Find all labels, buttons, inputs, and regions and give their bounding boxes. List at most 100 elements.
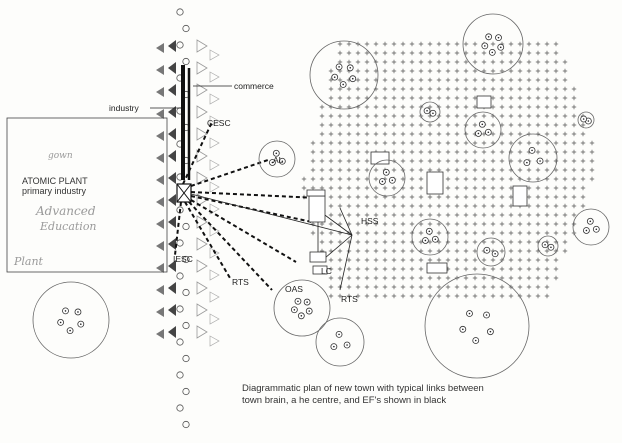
label-rts-right: RTS: [341, 294, 358, 304]
cluster-dot-center: [481, 123, 484, 126]
cluster-dot-center: [526, 161, 528, 164]
cluster-dot-center: [385, 171, 388, 174]
small-circle: [176, 206, 184, 214]
cluster-dot-center: [306, 301, 308, 303]
cluster-dot-center: [293, 308, 296, 311]
triangle-outline: [209, 93, 220, 105]
cluster-dot-center: [351, 77, 354, 80]
neighbourhood-circle: [309, 40, 379, 110]
triangle-outline: [209, 49, 220, 61]
cluster-dot-center: [494, 252, 496, 255]
neighbourhood-circle: [476, 237, 506, 267]
cluster-dot-center: [491, 51, 494, 54]
neighbourhood-circle: [508, 133, 558, 183]
handwritten-note-4: Plant: [13, 255, 44, 268]
small-circle: [176, 41, 184, 49]
cluster-dot-center: [77, 311, 79, 313]
triangle-marker: [168, 282, 176, 294]
triangle-outline: [209, 159, 220, 171]
cluster-dot-center: [80, 323, 82, 325]
cluster-dot-center: [338, 66, 340, 68]
cluster-dot-center: [271, 161, 274, 164]
cluster-dot-center: [69, 329, 71, 332]
cluster-dot-center: [550, 246, 552, 249]
link-to-oas: [188, 201, 273, 291]
cluster-dot-center: [484, 45, 486, 47]
small-circle: [182, 255, 190, 264]
small-circle: [176, 272, 184, 280]
neighbourhood-circle: [32, 281, 110, 359]
cluster-dot-center: [474, 339, 477, 342]
triangle-outline: [196, 83, 208, 97]
triangle-outline: [196, 215, 208, 229]
triangle-marker: [156, 65, 164, 75]
neighbourhood-circle: [464, 111, 502, 149]
triangle-marker: [156, 87, 164, 97]
small-circle: [182, 222, 190, 231]
town-brain-cross-2: [176, 183, 192, 203]
label-hss: HSS: [361, 216, 379, 226]
neighbourhood-circle: [577, 111, 595, 129]
cluster-dot-center: [64, 310, 67, 312]
cluster-dot-center: [582, 118, 585, 120]
neighbourhood-circle: [273, 279, 331, 337]
triangle-outline: [196, 171, 208, 185]
cluster-dot-center: [308, 310, 311, 312]
small-circle: [182, 420, 190, 429]
triangle-outline: [209, 225, 220, 237]
cluster-dot-center: [531, 149, 533, 152]
triangle-marker: [156, 329, 164, 339]
cluster-dot-center: [424, 239, 427, 242]
cluster-dot-center: [338, 333, 340, 336]
cluster-dot-center: [585, 229, 588, 232]
cluster-dot-center: [300, 315, 303, 317]
triangle-outline: [209, 269, 220, 281]
atomic-plant-box: [6, 117, 168, 273]
cluster-dot-center: [539, 160, 541, 162]
triangle-outline: [209, 181, 220, 193]
cluster-dot-center: [485, 314, 488, 316]
cluster-dot-center: [587, 120, 590, 122]
triangle-marker: [168, 172, 176, 184]
label-lc: LC: [321, 266, 332, 276]
triangle-marker: [168, 84, 176, 96]
triangle-marker: [156, 219, 164, 229]
triangle-marker: [168, 238, 176, 250]
small-circle: [182, 288, 190, 297]
cluster-dot-center: [59, 321, 62, 324]
cluster-dot-center: [333, 345, 335, 348]
cluster-dot-center: [487, 36, 490, 38]
small-circle: [182, 354, 190, 363]
triangle-outline: [209, 203, 220, 215]
neighbourhood-circle: [419, 101, 441, 123]
link-to-rts: [184, 201, 231, 279]
cluster-dot-center: [275, 152, 278, 155]
triangle-outline: [196, 259, 208, 273]
triangle-outline: [209, 335, 220, 347]
triangle-marker: [156, 43, 164, 53]
small-circle: [176, 371, 184, 379]
cluster-dot-center: [595, 228, 598, 231]
cluster-dot-center: [428, 230, 431, 233]
triangle-marker: [156, 131, 164, 141]
cluster-dot-center: [589, 220, 592, 223]
neighbourhood-circle: [537, 235, 559, 257]
triangle-marker: [156, 307, 164, 317]
dashed-links: [174, 121, 319, 291]
triangle-outline: [209, 71, 220, 83]
triangle-marker: [156, 153, 164, 163]
building-rects: [306, 95, 528, 275]
triangle-marker: [156, 263, 164, 273]
triangle-marker: [168, 260, 176, 272]
triangle-outline: [196, 325, 208, 339]
small-circle: [182, 321, 190, 330]
label-oas: OAS: [285, 284, 303, 294]
handwritten-note-1: gown: [48, 151, 73, 161]
cluster-dot-center: [426, 109, 428, 112]
cluster-dot-center: [497, 36, 500, 39]
label-rts-left: RTS: [232, 277, 249, 287]
cluster-dot-center: [346, 344, 348, 346]
atomic-plant-title: ATOMIC PLANT: [22, 176, 88, 186]
